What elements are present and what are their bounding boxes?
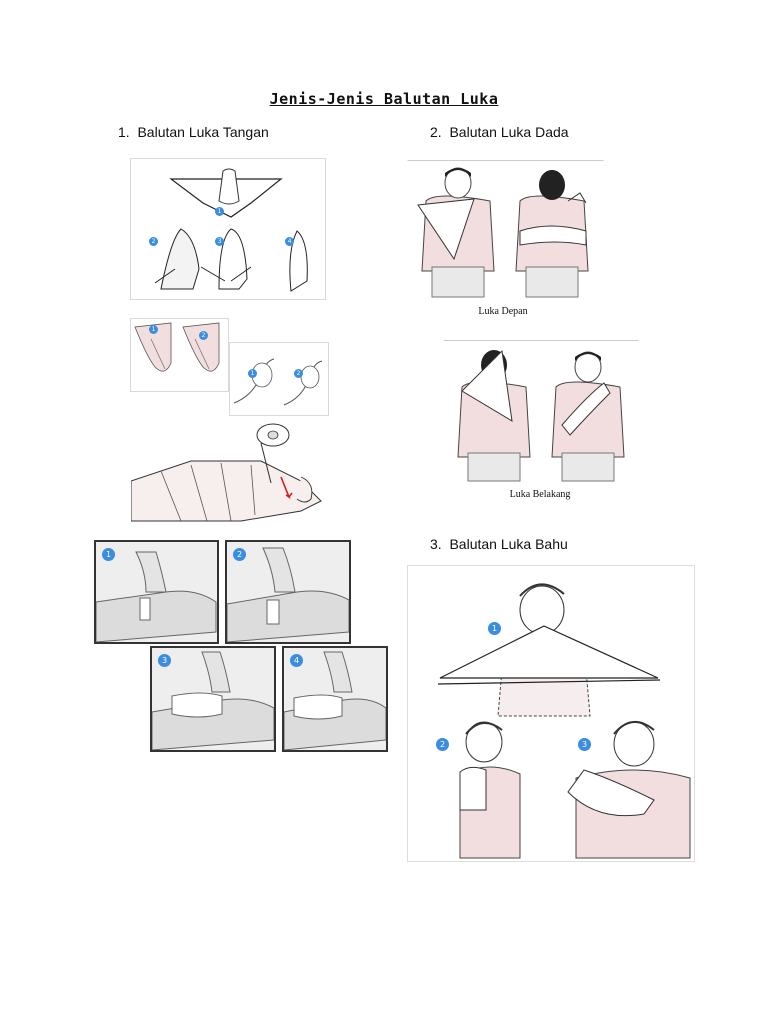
elbow-wrap-illustration: 1 2 bbox=[229, 342, 329, 416]
wrist-step-3-drawing bbox=[152, 648, 274, 750]
wrist-step-2-drawing bbox=[227, 542, 349, 642]
hand-roller-bandage-illustration bbox=[130, 420, 328, 534]
step-badge: 4 bbox=[285, 237, 294, 246]
step-badge: 2 bbox=[199, 331, 208, 340]
step-badge: 1 bbox=[215, 207, 224, 216]
step-badge: 2 bbox=[149, 237, 158, 246]
chest-back-bandage-drawing bbox=[457, 349, 625, 482]
step-badge: 3 bbox=[578, 738, 591, 751]
caption-front: Luka Depan bbox=[478, 306, 528, 317]
page-title: Jenis-Jenis Balutan Luka bbox=[269, 90, 499, 108]
triangle-fold-drawing bbox=[154, 168, 308, 292]
step-badge: 3 bbox=[215, 237, 224, 246]
step-badge: 1 bbox=[248, 369, 257, 378]
section-label: Balutan Luka Dada bbox=[449, 124, 569, 140]
shoulder-bandage-illustration: 1 2 3 bbox=[407, 565, 695, 862]
step-badge: 2 bbox=[233, 548, 246, 561]
wrist-step-1-illustration: 1 bbox=[94, 540, 219, 644]
step-badge: 3 bbox=[158, 654, 171, 667]
step-badge: 4 bbox=[290, 654, 303, 667]
step-badge: 2 bbox=[294, 369, 303, 378]
section-heading-chest: 2. Balutan Luka Dada bbox=[430, 124, 569, 140]
chest-bandage-drawing bbox=[417, 167, 589, 298]
wrist-step-1-drawing bbox=[96, 542, 217, 642]
caption-back: Luka Belakang bbox=[509, 489, 571, 500]
section-label: Balutan Luka Bahu bbox=[449, 536, 568, 552]
step-badge: 1 bbox=[102, 548, 115, 561]
wrist-step-2-illustration: 2 bbox=[225, 540, 351, 644]
shoulder-bandage-drawing bbox=[437, 583, 691, 859]
section-heading-hand: 1. Balutan Luka Tangan bbox=[118, 124, 269, 140]
step-badge: 2 bbox=[436, 738, 449, 751]
chest-back-front-illustration bbox=[443, 340, 639, 483]
wrist-step-3-illustration: 3 bbox=[150, 646, 276, 752]
chest-front-back-illustration bbox=[407, 160, 604, 300]
section-label: Balutan Luka Tangan bbox=[137, 124, 269, 140]
section-number: 2. bbox=[430, 124, 442, 140]
elbow-wrap-drawing bbox=[233, 358, 323, 406]
palm-wrap-illustration: 1 2 bbox=[130, 318, 229, 392]
roller-bandage-drawing bbox=[131, 423, 322, 522]
step-badge: 1 bbox=[149, 325, 158, 334]
palm-wrap-drawing bbox=[134, 322, 220, 372]
section-number: 3. bbox=[430, 536, 442, 552]
step-badge: 1 bbox=[488, 622, 501, 635]
section-heading-shoulder: 3. Balutan Luka Bahu bbox=[430, 536, 568, 552]
wrist-step-4-illustration: 4 bbox=[282, 646, 388, 752]
hand-fold-steps-illustration: 1 2 3 4 bbox=[130, 158, 326, 300]
section-number: 1. bbox=[118, 124, 130, 140]
